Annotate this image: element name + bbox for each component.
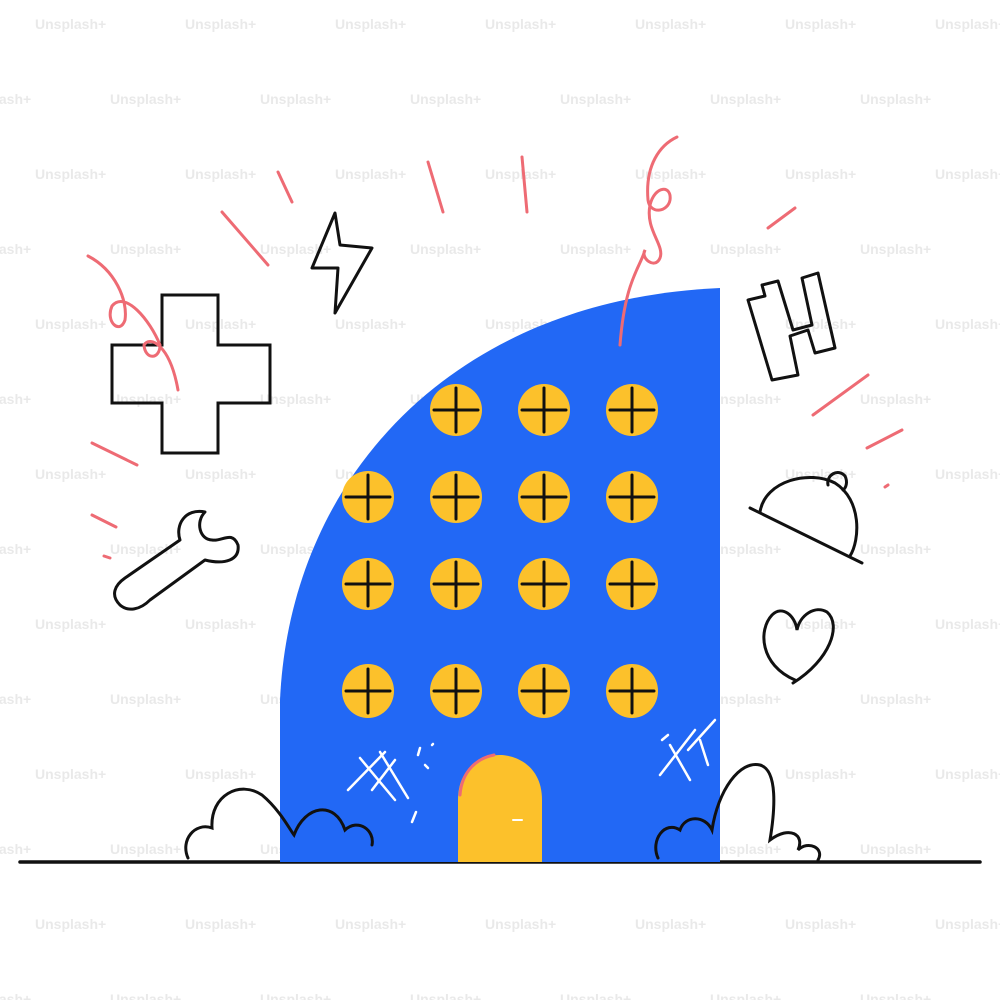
window-icon <box>606 471 658 523</box>
cloche-icon <box>748 471 864 565</box>
window-icon <box>430 558 482 610</box>
door <box>458 753 542 862</box>
window-icon <box>342 664 394 718</box>
medical-cross-icon <box>110 293 272 455</box>
window-icon <box>606 384 658 436</box>
building-body <box>280 288 720 862</box>
bush-right <box>654 763 822 862</box>
wrench-icon <box>113 509 240 611</box>
window-icon <box>518 471 570 523</box>
window-icon <box>342 471 394 523</box>
window-icon <box>342 558 394 610</box>
windows <box>342 384 658 718</box>
window-icon <box>430 664 482 718</box>
lightning-icon <box>310 211 374 315</box>
sparkle-right <box>658 718 717 782</box>
window-icon <box>606 558 658 610</box>
accent-strokes <box>86 135 904 560</box>
window-icon <box>518 558 570 610</box>
hotel-h-icon <box>746 271 837 382</box>
window-icon <box>518 384 570 436</box>
window-icon <box>606 664 658 718</box>
window-icon <box>430 384 482 436</box>
bush-left <box>184 787 374 860</box>
sparkle-left <box>346 742 435 824</box>
window-icon <box>518 664 570 718</box>
heart-icon <box>762 608 835 685</box>
window-icon <box>430 471 482 523</box>
